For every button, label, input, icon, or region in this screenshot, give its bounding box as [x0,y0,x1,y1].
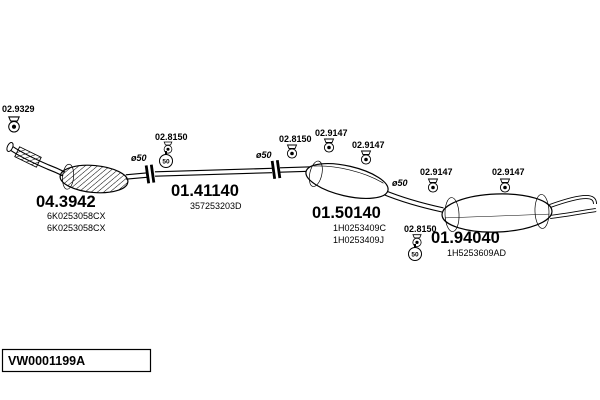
mount-label-5: 02.9147 [352,140,385,150]
tailpipe-upper [549,194,597,208]
pipe-flange-1 [144,164,156,184]
footer-code-box [1,348,152,373]
center-muffler [305,160,389,200]
diameter-label-1: ø50 [131,153,147,163]
part-number-rear-muffler: 01.94040 [431,229,500,247]
oem-mid-pipe-1: 357253203D [190,201,242,211]
mount-label-3: 02.8150 [279,134,312,144]
clamp-icon: 50 [159,151,173,168]
part-number-center-muffler: 01.50140 [312,204,381,222]
catalytic-converter [59,163,129,194]
mount-label-7: 02.9147 [492,167,525,177]
mount-label-1: 02.9329 [2,104,35,114]
part-number-mid-pipe: 01.41140 [171,182,239,200]
diameter-label-3: ø50 [392,178,408,188]
oem-rear-muffler-1: 1H5253609AD [447,248,507,258]
hanger-icon [323,138,335,153]
hanger-icon [427,178,439,193]
hanger-icon [286,144,298,159]
mount-label-2: 02.8150 [155,132,188,142]
inlet-flange [6,142,14,152]
mid-pipe [154,167,273,177]
oem-front-1: 6K0253058CX [47,211,106,221]
rear-muffler [441,193,553,233]
oem-front-2: 6K0253058CX [47,223,106,233]
mount-label-6: 02.9147 [420,167,453,177]
clamp-icon: 50 [408,244,422,261]
mount-label-4: 02.9147 [315,128,348,138]
footer-part-code: VW0001199A [8,354,85,368]
tailpipe-lower [549,208,597,219]
hanger-icon [8,116,20,133]
clamp-size-label: 50 [162,158,170,165]
hanger-icon [360,150,372,165]
oem-center-muffler-2: 1H0253409J [333,235,384,245]
hanger-icon [499,178,511,193]
pipe-flange-2 [270,160,282,179]
cat-outlet-pipe [125,172,149,180]
oem-center-muffler-1: 1H0253409C [333,223,387,233]
diameter-label-2: ø50 [256,150,272,160]
part-number-front: 04.3942 [36,193,96,211]
mount-label-8: 02.8150 [404,224,437,234]
flex-section [14,146,42,168]
clamp-size-label: 50 [411,251,419,258]
intermediate-pipe [381,189,444,213]
